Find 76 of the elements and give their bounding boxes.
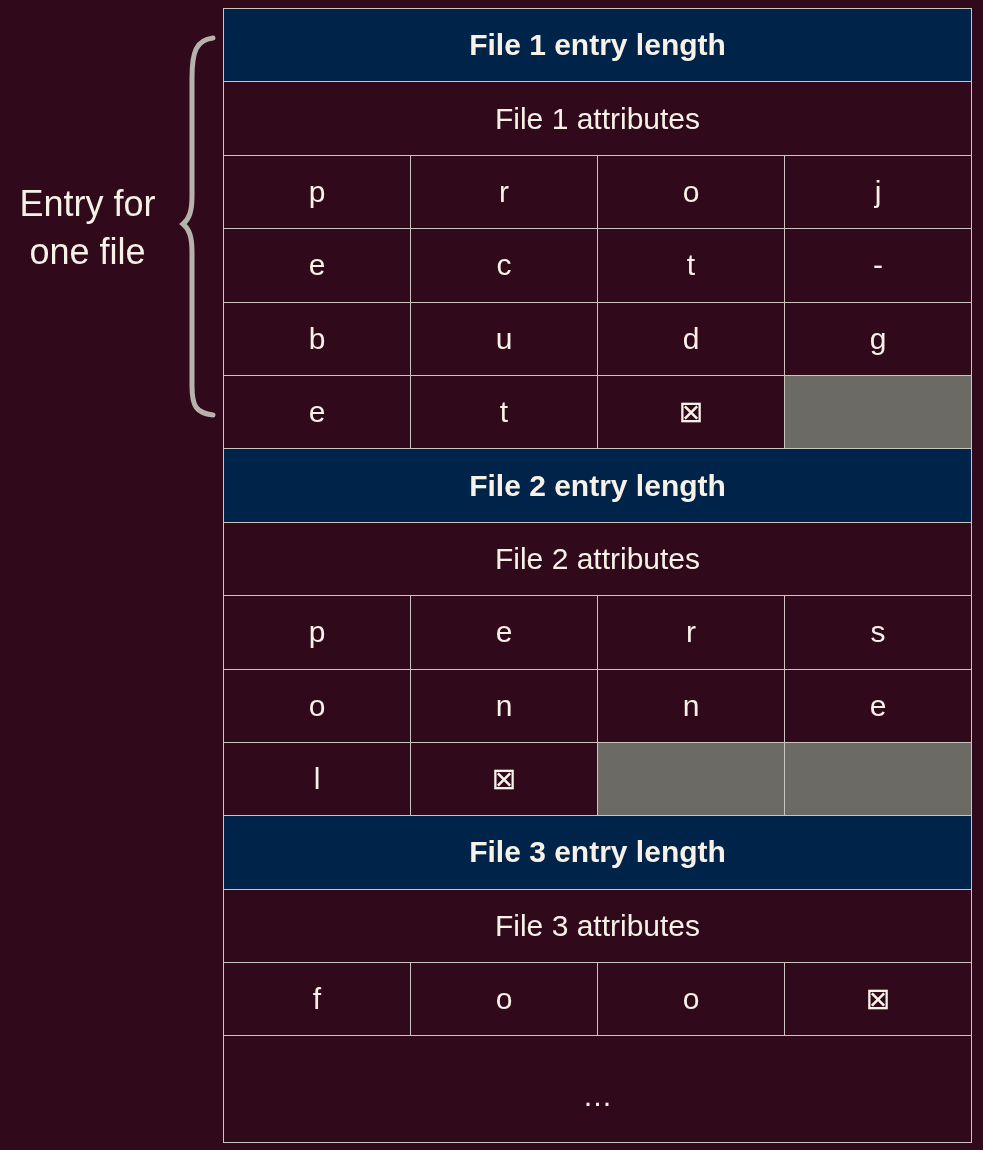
header-text: File 3 entry length (469, 834, 726, 871)
character-text: - (873, 247, 883, 284)
length-header-band (224, 9, 972, 83)
character-text: d (682, 320, 700, 357)
character-text: e (308, 247, 326, 284)
character-text: n (682, 687, 700, 724)
character-cell (411, 596, 598, 670)
length-header-band (224, 449, 972, 523)
character-cell (785, 302, 972, 376)
character-text: n (495, 687, 513, 724)
character-cell (224, 302, 411, 376)
header-text: File 2 entry length (469, 467, 726, 504)
attributes-band (224, 522, 972, 597)
character-cell (411, 229, 598, 303)
character-cell (224, 669, 411, 743)
character-text: t (499, 394, 509, 431)
character-cell (598, 229, 785, 303)
character-cell (598, 963, 785, 1037)
character-text: r (686, 614, 696, 651)
character-text: l (313, 761, 321, 798)
character-cell (224, 229, 411, 303)
character-text: p (308, 614, 326, 651)
character-cell (598, 302, 785, 376)
brace-label: Entry for one file (18, 182, 157, 274)
character-text: g (869, 320, 887, 357)
character-cell (598, 155, 785, 230)
character-cell (411, 669, 598, 743)
character-text: e (869, 687, 887, 724)
header-text: File 1 entry length (469, 27, 726, 64)
character-text: b (308, 320, 326, 357)
ellipsis-text: … (582, 1078, 613, 1115)
character-cell (224, 155, 411, 230)
character-cell (224, 375, 411, 450)
character-text: u (495, 320, 513, 357)
character-text: e (495, 614, 513, 651)
character-text: o (308, 687, 326, 724)
character-text: r (499, 173, 509, 210)
character-text: s (870, 614, 886, 651)
character-text: o (682, 173, 700, 210)
character-text: p (308, 173, 326, 210)
padding-cell (785, 742, 972, 817)
attributes-band (224, 889, 972, 964)
character-cell (598, 669, 785, 743)
attributes-text: File 3 attributes (494, 907, 701, 944)
character-cell (411, 302, 598, 376)
length-header-band (224, 816, 972, 890)
character-cell (598, 596, 785, 670)
continuation-band (224, 1036, 972, 1144)
padding-cell (598, 742, 785, 817)
character-cell (224, 963, 411, 1037)
character-cell (785, 669, 972, 743)
character-cell (411, 375, 598, 450)
character-text: ⊠ (678, 394, 704, 431)
character-text: f (312, 981, 322, 1018)
character-text: o (495, 981, 513, 1018)
character-text: o (682, 981, 700, 1018)
attributes-text: File 2 attributes (494, 540, 701, 577)
character-text: e (308, 394, 326, 431)
character-cell (785, 229, 972, 303)
character-text: ⊠ (491, 761, 517, 798)
character-cell (411, 963, 598, 1037)
character-text: ⊠ (865, 981, 891, 1018)
character-cell (785, 596, 972, 670)
character-text: t (686, 247, 696, 284)
character-cell (224, 742, 411, 817)
character-text: c (496, 247, 512, 284)
character-cell (598, 375, 785, 450)
character-cell (224, 596, 411, 670)
attributes-text: File 1 attributes (494, 100, 701, 137)
character-cell (411, 155, 598, 230)
attributes-band (224, 82, 972, 156)
padding-cell (785, 375, 972, 450)
character-cell (411, 742, 598, 817)
character-cell (785, 155, 972, 230)
character-cell (785, 963, 972, 1037)
character-text: j (874, 173, 882, 210)
